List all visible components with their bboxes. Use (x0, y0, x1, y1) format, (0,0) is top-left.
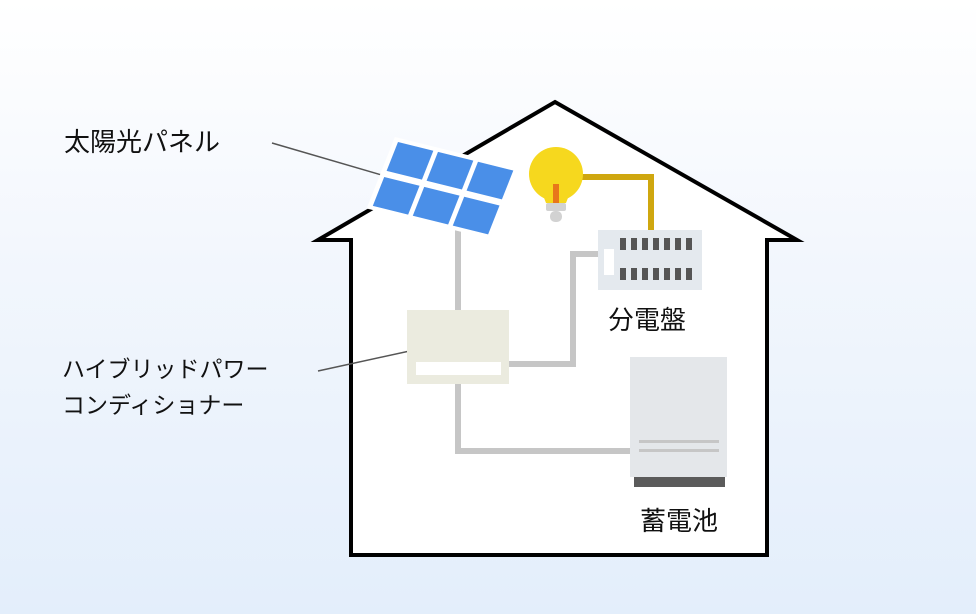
battery-base (634, 477, 725, 487)
inverter-label-line1: ハイブリッドパワー (62, 357, 269, 383)
storage-battery-icon (630, 357, 727, 487)
board-breakers-bottom (620, 268, 692, 280)
light-bulb-icon (529, 147, 583, 222)
inverter-label: ハイブリッドパワー コンディショナー (62, 352, 269, 424)
solar-panel-icon (366, 137, 520, 240)
distribution-board-label: 分電盤 (608, 306, 687, 336)
inverter-label-line2: コンディショナー (62, 393, 245, 419)
battery-stripe (639, 449, 719, 452)
bulb-base (546, 203, 566, 211)
conditioner-display (416, 362, 501, 375)
wire-inverter-board (509, 251, 598, 367)
bulb-tip (550, 211, 562, 222)
solar-cell (466, 161, 514, 200)
solar-cell (426, 151, 474, 190)
battery-body (630, 357, 727, 477)
board-breakers-top (620, 238, 692, 250)
solar-cell (372, 176, 420, 215)
bulb-glass (529, 147, 583, 201)
distribution-board-icon (598, 230, 702, 290)
solar-cell (452, 196, 500, 235)
storage-battery-label: 蓄電池 (640, 507, 719, 537)
battery-stripe (639, 440, 719, 443)
power-conditioner-icon (407, 310, 509, 384)
wire-board-bulb (580, 174, 654, 232)
board-switch (604, 249, 614, 275)
solar-leader-line (271, 142, 386, 177)
solar-cell (412, 186, 460, 225)
solar-panel-label: 太陽光パネル (64, 128, 221, 158)
solar-cell (386, 142, 434, 180)
bulb-filament (553, 184, 559, 205)
wire-inverter-battery (455, 384, 630, 454)
board-body (598, 230, 702, 290)
